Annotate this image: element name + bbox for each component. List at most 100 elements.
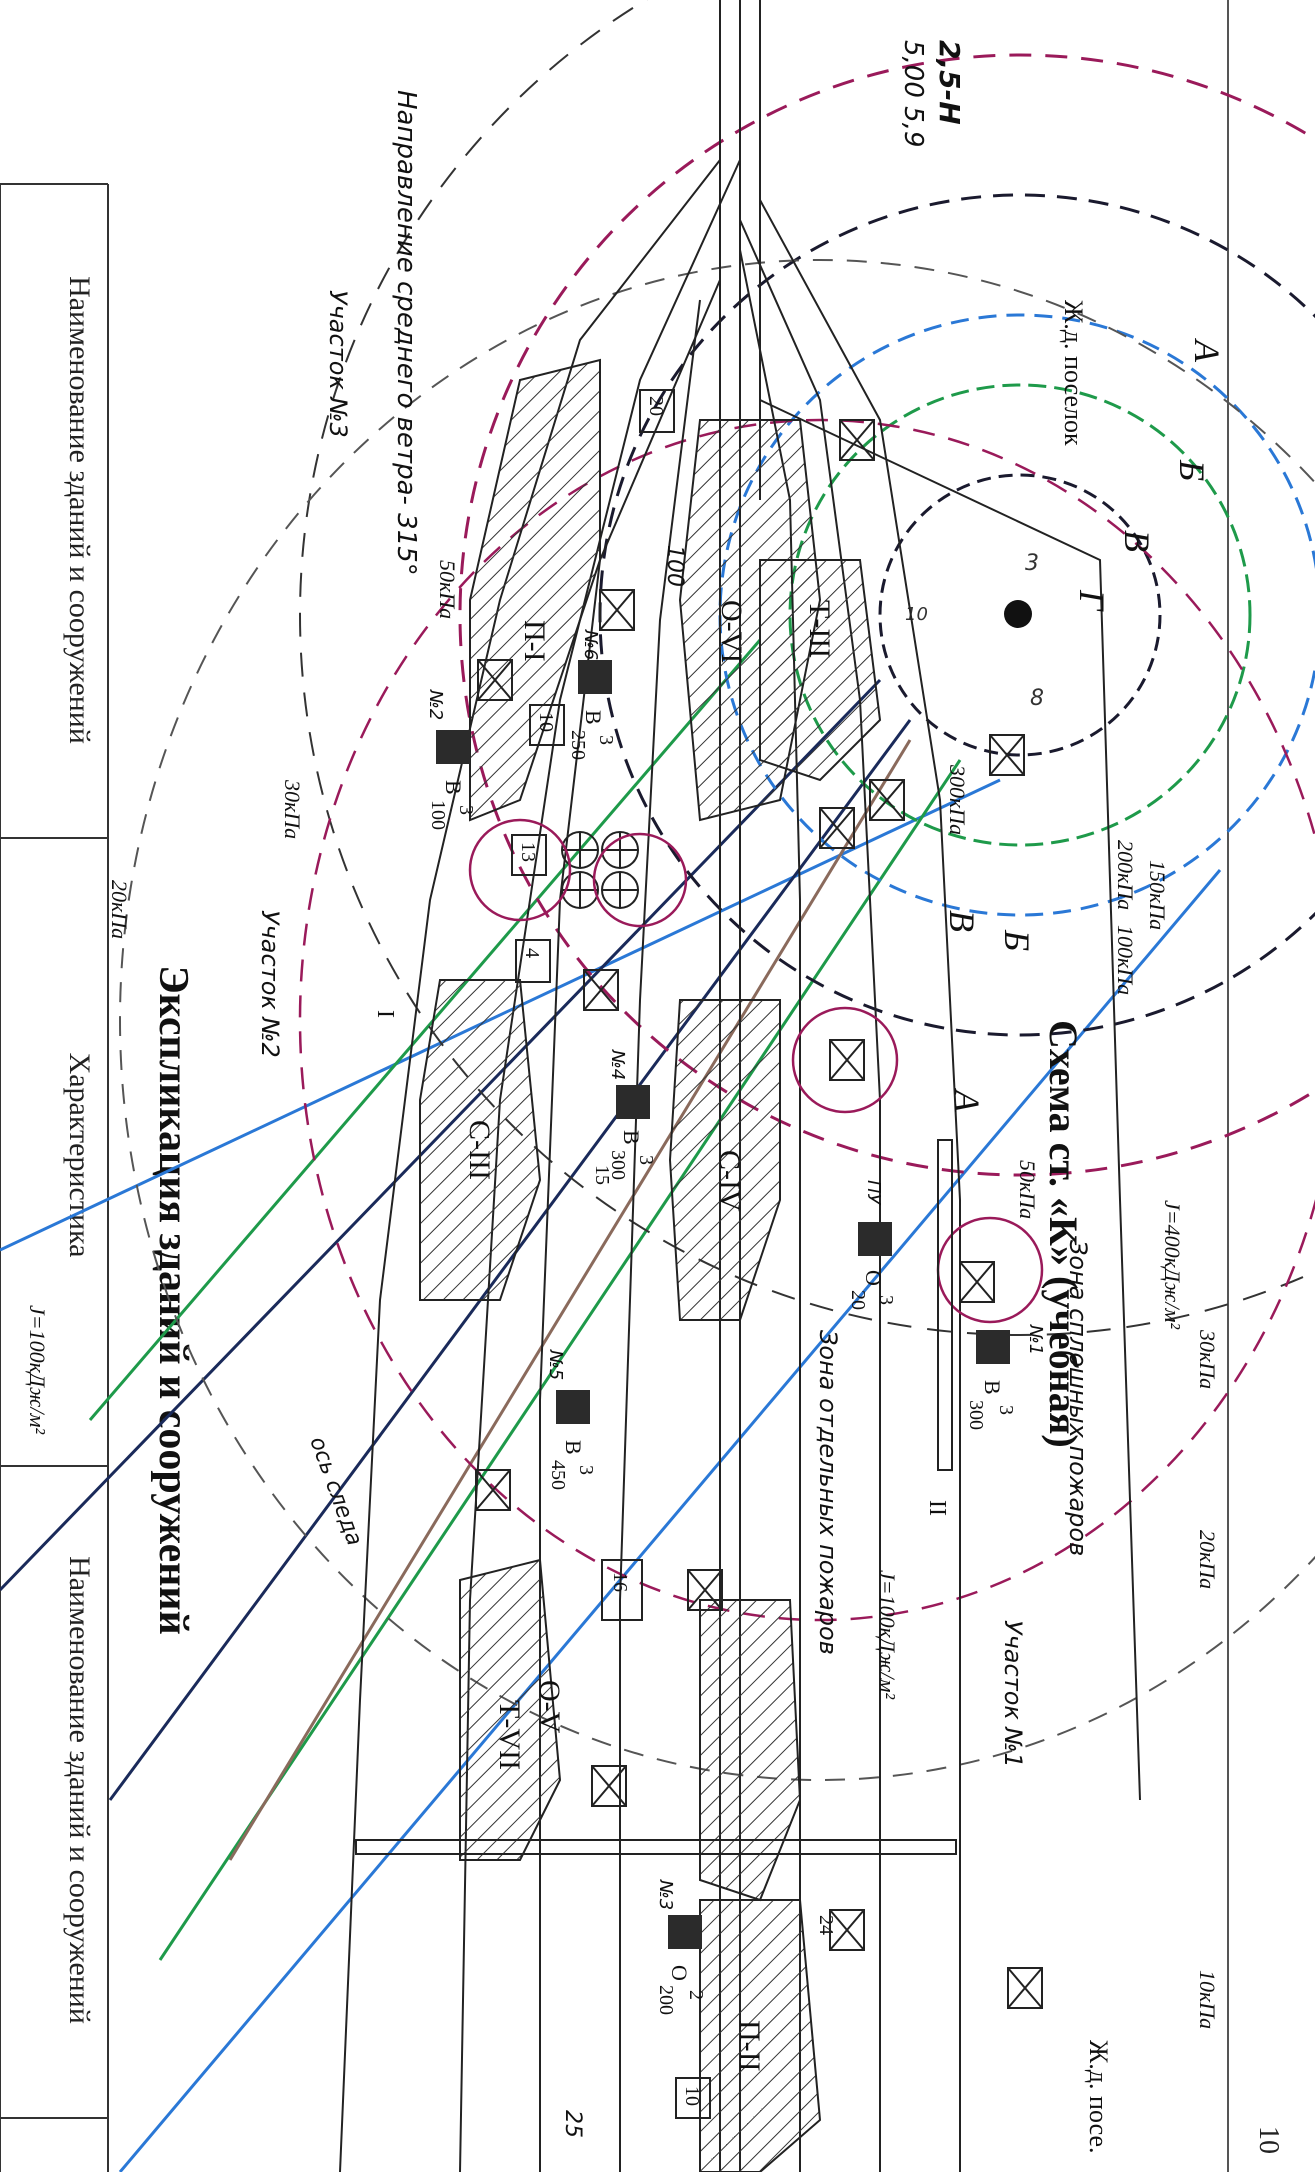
pressure-50-left: 50кПа — [435, 560, 460, 619]
park-label-t2: Т-VII — [493, 1700, 526, 1770]
svg-text:О: О — [861, 1270, 886, 1286]
roman-2: II — [924, 1500, 950, 1516]
building-24: 24 — [815, 1915, 837, 1935]
zone-letter-a-bottom: А — [947, 1088, 987, 1113]
pressure-300: 300кПа — [945, 764, 970, 835]
buildings: 20 10 13 16 15 4 24 10 — [511, 389, 837, 2119]
svg-text:О: О — [667, 1965, 692, 1981]
svg-text:3: 3 — [875, 1295, 897, 1305]
radiation-400: J=400кДж/м² — [1160, 1200, 1185, 1330]
svg-text:15: 15 — [591, 1165, 613, 1185]
zone-continuous-fires: Зона сплошных пожаров — [1064, 1240, 1092, 1556]
shelter-5: №5 В 3 450 — [545, 1349, 597, 1490]
svg-text:В: В — [441, 780, 466, 795]
svg-text:2: 2 — [685, 1990, 707, 2000]
page-number: 10 — [1253, 2126, 1284, 2154]
section-2: Участок №2 — [256, 910, 284, 1058]
ground-zero-label-3: 3 — [1025, 551, 1039, 576]
svg-text:300: 300 — [607, 1150, 629, 1180]
park-label-p1: П-I — [518, 620, 551, 662]
building-13: 13 — [511, 834, 547, 876]
pressure-50-right: 50кПа — [1015, 1160, 1040, 1219]
yield-line-1: 2,5-Н — [933, 40, 966, 125]
park-label-c2: С-IV — [713, 1150, 746, 1212]
shelter-4: №4 В 3 300 — [607, 1049, 657, 1180]
radiation-100-left: J=100кДж/м² — [25, 1305, 50, 1435]
explication-title: Экспликация зданий и сооружений — [150, 965, 196, 1635]
zone-letter-b-bottom: Б — [997, 929, 1037, 951]
building-16: 16 — [601, 1559, 643, 1621]
zone-separate-fires: Зона отдельных пожаров — [814, 1330, 842, 1655]
svg-text:В: В — [581, 710, 606, 725]
zone-letter-b-top: Б — [1172, 459, 1212, 481]
building-10-top: 10 — [529, 704, 565, 746]
svg-text:4: 4 — [521, 948, 543, 958]
ground-zero-label-8: 8 — [1030, 686, 1044, 711]
park-labels: П-I О-VI Т-III С-III С-IV Т-VII О-V П-II — [463, 600, 836, 2072]
svg-text:3: 3 — [455, 805, 477, 815]
explication-table: Наименование зданий и сооружений Характе… — [0, 183, 109, 2172]
svg-text:№1: №1 — [1025, 1324, 1046, 1355]
shelter-pu: ПУ О 3 20 — [847, 1180, 897, 1310]
svg-text:24: 24 — [815, 1915, 837, 1935]
park-label-p2: П-II — [733, 2020, 766, 2072]
svg-text:200: 200 — [655, 1985, 677, 2015]
radiation-labels: J=400кДж/м² J=100кДж/м² J=100кДж/м² — [25, 1200, 1185, 1700]
section-1: Участок №1 — [999, 1620, 1027, 1768]
pressure-labels: 150кПа 200кПа 100кПа 300кПа 50кПа 50кПа … — [107, 560, 1220, 2029]
svg-text:20: 20 — [645, 396, 667, 416]
svg-text:450: 450 — [547, 1460, 569, 1490]
building-10-bottom: 10 — [675, 2077, 711, 2119]
svg-text:3: 3 — [575, 1465, 597, 1475]
pressure-200: 200кПа — [1113, 840, 1138, 910]
ground-zero-label-10: 10 — [905, 604, 928, 625]
destroyed-buildings — [475, 419, 1043, 2009]
shelter-3: №3 О 2 200 — [655, 1879, 707, 2015]
platforms — [355, 1139, 957, 1855]
svg-text:250: 250 — [567, 730, 589, 760]
park-label-t1: Т-III — [803, 600, 836, 658]
radiation-100-right: J=100кДж/м² — [875, 1570, 900, 1700]
settlement-top: Ж.д. поселок — [1059, 300, 1088, 446]
pressure-10: 10кПа — [1195, 1970, 1220, 2029]
svg-text:№2: №2 — [425, 689, 446, 720]
ground-zero-marker — [1004, 600, 1032, 628]
svg-text:№6: №6 — [580, 629, 601, 660]
svg-text:10: 10 — [535, 712, 557, 732]
fuel-tanks — [561, 831, 639, 909]
pressure-20-left: 20кПа — [107, 880, 132, 939]
svg-text:3: 3 — [635, 1155, 657, 1165]
zone-letter-v-top: В — [1117, 530, 1157, 552]
table-header-col3: Наименование зданий и сооружений — [63, 1556, 96, 2024]
zone-letter-g-top: Г — [1072, 589, 1112, 612]
roman-1: I — [372, 1010, 398, 1018]
svg-text:№4: №4 — [607, 1049, 628, 1080]
svg-text:300: 300 — [965, 1400, 987, 1430]
building-4: 4 — [515, 939, 551, 983]
svg-text:№3: №3 — [655, 1879, 676, 1910]
svg-text:В: В — [619, 1130, 644, 1145]
shelter-2: №2 В 3 100 — [425, 689, 477, 830]
table-header-col2: Характеристика — [63, 1053, 96, 1258]
svg-text:10: 10 — [681, 2086, 703, 2106]
svg-text:3: 3 — [995, 1405, 1017, 1415]
pressure-20-right: 20кПа — [1195, 1530, 1220, 1589]
svg-text:В: В — [980, 1380, 1005, 1395]
svg-text:ПУ: ПУ — [863, 1180, 884, 1206]
wind-direction: Направление среднего ветра- 315° — [391, 90, 421, 576]
hatched-parks — [419, 358, 882, 2172]
svg-text:В: В — [561, 1440, 586, 1455]
yield-line-2: 5,00 5,9 — [898, 40, 928, 148]
shelter-6: №6 В 3 250 — [567, 629, 617, 760]
park-label-o2: О-V — [533, 1680, 566, 1734]
km-100: 100 — [662, 545, 687, 587]
svg-text:20: 20 — [847, 1290, 869, 1310]
settlement-bottom: Ж.д. посе. — [1084, 2040, 1113, 2153]
zone-letters: А Б В Г А Б В — [942, 338, 1227, 1113]
damage-zone-circles — [119, 0, 1315, 1781]
km-25: 25 — [560, 2110, 585, 2138]
shelter-1: №1 В 3 300 — [965, 1324, 1046, 1430]
svg-text:3: 3 — [595, 735, 617, 745]
zone-letter-a-top: А — [1187, 338, 1227, 363]
